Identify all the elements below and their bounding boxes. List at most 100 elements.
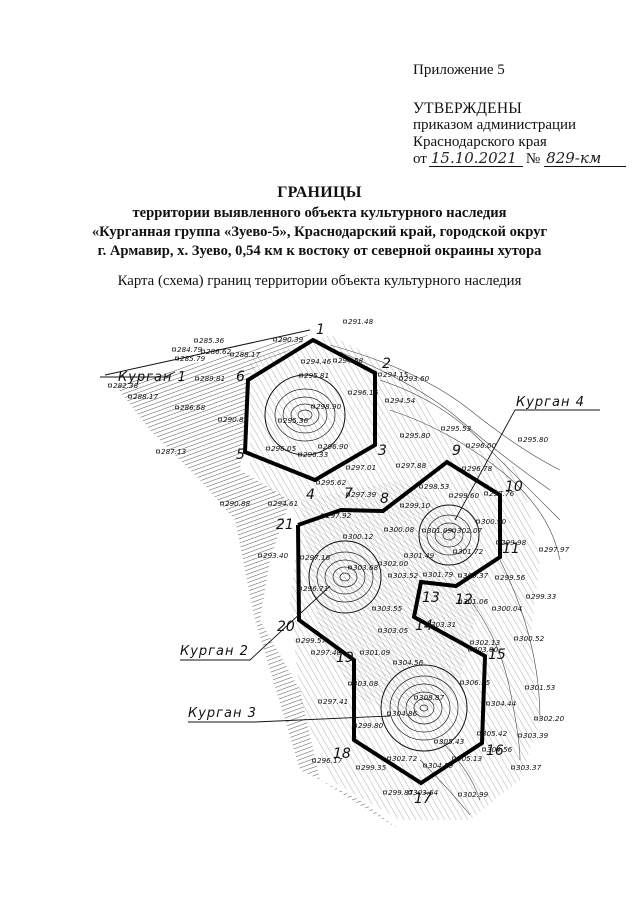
spot-marker-icon [321, 513, 325, 518]
spot-marker-icon [441, 426, 445, 431]
spot-height-value: 300.12 [348, 532, 374, 541]
spot-height: 296.33 [298, 450, 329, 459]
spot-height: 300.04 [492, 604, 523, 613]
spot-marker-icon [360, 650, 364, 655]
spot-height: 302.99 [458, 790, 489, 799]
order-reference: от 15.10.2021 № 829-км [413, 151, 627, 168]
spot-height: 298.53 [419, 482, 450, 491]
spot-height: 303.37 [511, 763, 542, 772]
boundary-point-5: 5 [236, 447, 245, 463]
spot-marker-icon [495, 575, 499, 580]
spot-marker-icon [526, 594, 530, 599]
spot-height-value: 302.07 [457, 526, 483, 535]
kurgan-3-circle [380, 664, 468, 752]
boundary-point-9: 9 [452, 443, 461, 459]
spot-height: 296.90 [318, 442, 349, 451]
spot-marker-icon [298, 586, 302, 591]
spot-height: 299.80 [353, 721, 384, 730]
spot-height: 299.87 [383, 788, 414, 797]
spot-height-value: 288.17 [235, 350, 261, 359]
spot-marker-icon [311, 650, 315, 655]
territory-boundary [242, 337, 502, 786]
spot-marker-icon [426, 622, 430, 627]
spot-height-value: 305.13 [457, 754, 483, 763]
spot-height: 300.08 [384, 525, 415, 534]
spot-height: 296.00 [466, 441, 497, 450]
spot-height: 297.41 [318, 697, 348, 706]
spot-height: 301.06 [458, 597, 489, 606]
kurgan-2-label: Курган 2 [180, 644, 249, 659]
spot-height-value: 294.46 [306, 357, 332, 366]
spot-marker-icon [346, 492, 350, 497]
order-number-handwritten: 829-км [544, 151, 627, 167]
spot-height: 303.05 [378, 626, 409, 635]
spot-height: 296.05 [266, 444, 297, 453]
spot-height-value: 300.08 [389, 525, 415, 534]
spot-height: 293.60 [399, 374, 430, 383]
spot-height-value: 297.16 [305, 553, 331, 562]
spot-height-value: 299.10 [405, 501, 431, 510]
spot-marker-icon [218, 417, 222, 422]
spot-height-value: 299.98 [501, 538, 527, 547]
spot-height-value: 300.52 [519, 634, 545, 643]
spot-height-value: 299.33 [531, 592, 557, 601]
spot-height-value: 296.05 [271, 444, 297, 453]
boundary-point-21: 21 [276, 517, 294, 533]
spot-height: 291.48 [343, 317, 374, 326]
spot-height-value: 289.81 [200, 374, 225, 383]
spot-marker-icon [311, 404, 315, 409]
spot-marker-icon [385, 398, 389, 403]
spot-height-value: 305.43 [439, 737, 465, 746]
spot-marker-icon [318, 699, 322, 704]
spot-height-value: 303.68 [353, 563, 379, 572]
spot-height: 296.16 [348, 388, 379, 397]
spot-height-value: 295.81 [304, 371, 329, 380]
spot-height-value: 298.53 [424, 482, 450, 491]
spot-height-value: 299.35 [361, 763, 387, 772]
spot-height-value: 288.17 [133, 392, 159, 401]
spot-height: 284.79 [172, 345, 203, 354]
spot-height-value: 287.13 [161, 447, 187, 456]
spot-height-value: 302.20 [539, 714, 565, 723]
spot-marker-icon [348, 681, 352, 686]
spot-marker-icon [422, 528, 426, 533]
spot-height-value: 308.87 [419, 693, 445, 702]
spot-height: 308.87 [414, 693, 445, 702]
spot-height-value: 303.00 [473, 645, 499, 654]
document-title: ГРАНИЦЫ территории выявленного объекта к… [0, 184, 639, 261]
spot-height-value: 294.15 [383, 370, 409, 379]
spot-height: 287.13 [156, 447, 187, 456]
spot-marker-icon [452, 528, 456, 533]
spot-height-value: 297.01 [351, 463, 376, 472]
spot-height: 294.58 [333, 356, 364, 365]
spot-height-value: 286.62 [206, 347, 232, 356]
spot-marker-icon [353, 723, 357, 728]
spot-marker-icon [388, 573, 392, 578]
boundary-point-2: 2 [382, 356, 391, 372]
spot-height: 297.92 [321, 511, 352, 520]
spot-marker-icon [384, 527, 388, 532]
spot-height-value: 302.99 [463, 790, 489, 799]
spot-marker-icon [486, 701, 490, 706]
spot-marker-icon [356, 765, 360, 770]
title-line-2: «Курганная группа «Зуево-5», Краснодарск… [91, 224, 548, 240]
spot-height: 299.56 [495, 573, 526, 582]
spot-height-value: 303.52 [393, 571, 419, 580]
spot-marker-icon [298, 452, 302, 457]
spot-height: 302.07 [452, 526, 483, 535]
spot-height: 302.13 [470, 638, 501, 647]
order-date-handwritten: 15.10.2021 [428, 151, 523, 167]
spot-height: 295.62 [316, 478, 347, 487]
spot-height-value: 297.76 [489, 489, 515, 498]
spot-height-value: 303.37 [516, 763, 542, 772]
spot-height-value: 297.92 [326, 511, 352, 520]
spot-height-value: 295.62 [321, 478, 347, 487]
spot-height-value: 282.38 [113, 381, 139, 390]
boundary-point-20: 20 [277, 619, 295, 635]
spot-height: 296.17 [312, 756, 343, 765]
spot-height-value: 295.80 [523, 435, 549, 444]
spot-height-value: 301.09 [427, 526, 453, 535]
spot-marker-icon [156, 449, 160, 454]
spot-height-value: 295.80 [405, 431, 431, 440]
